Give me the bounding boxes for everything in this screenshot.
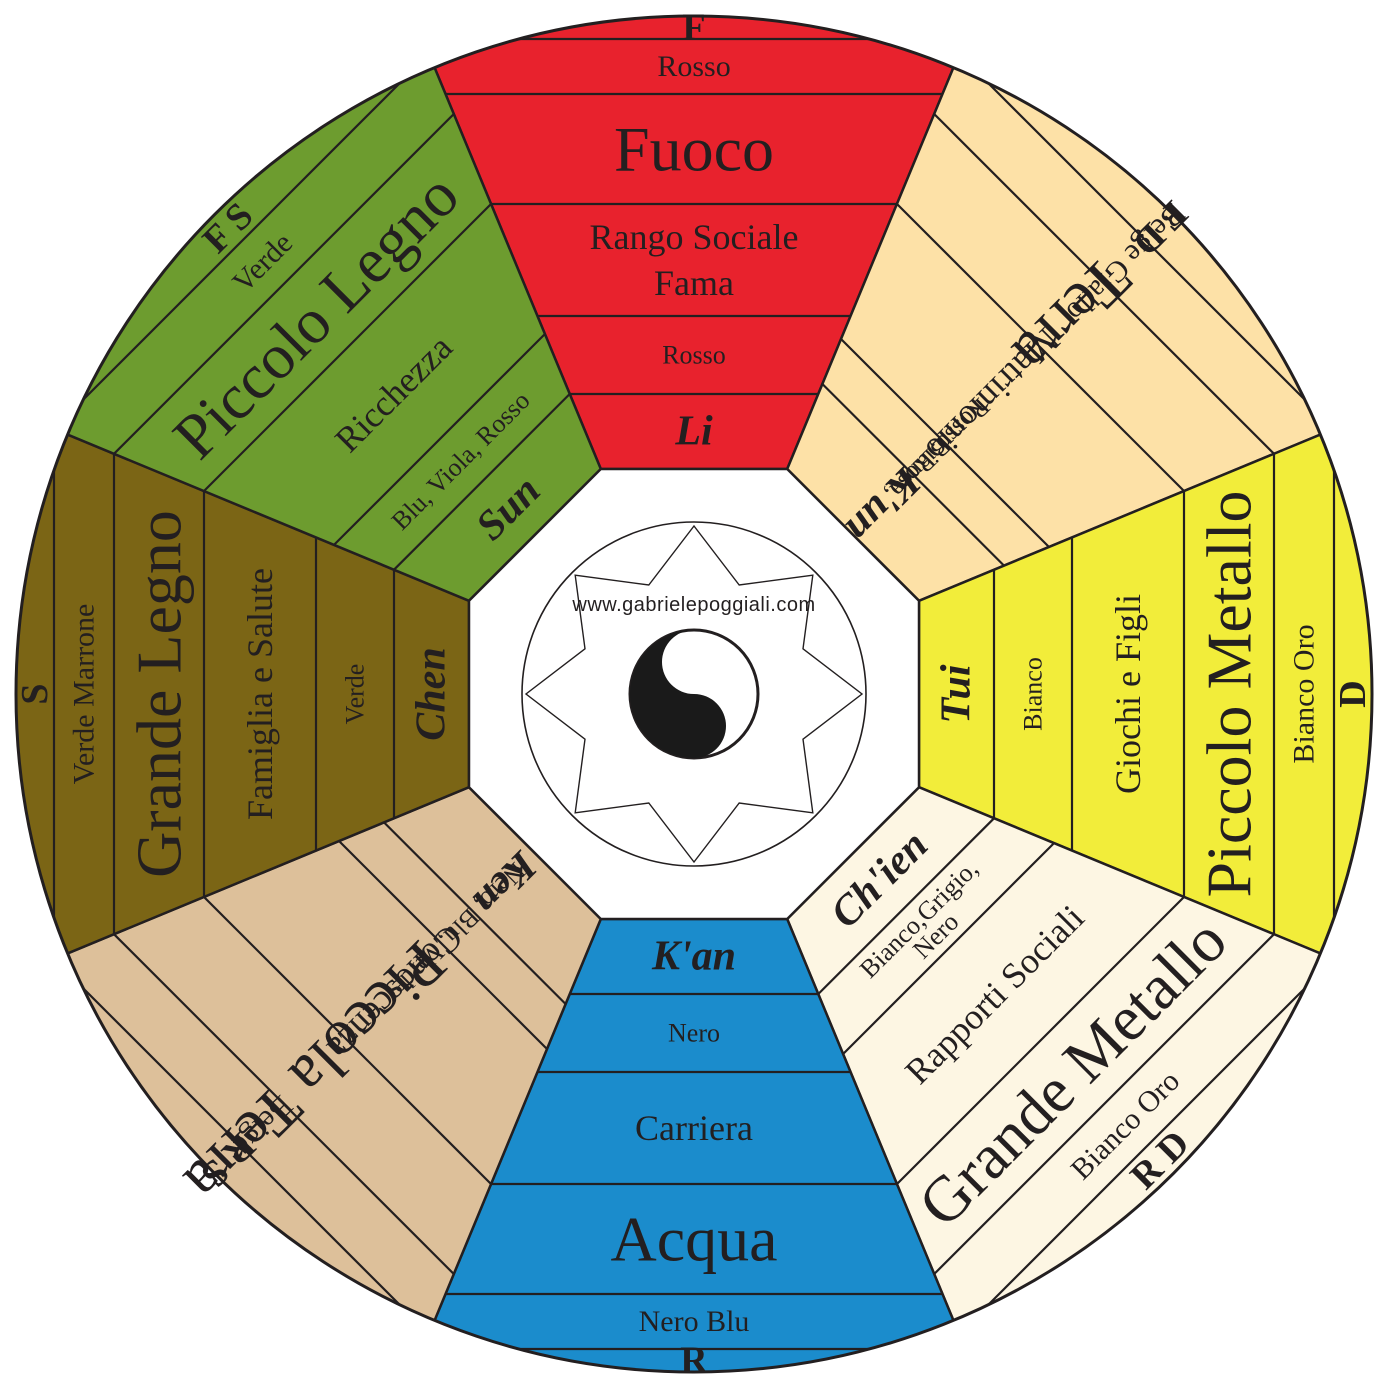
direction-label: S [14, 683, 56, 704]
trigram-label: K'an [651, 934, 736, 980]
colors-outer-label: Nero Blu [639, 1305, 750, 1338]
trigram-label: Chen [409, 647, 455, 740]
direction-label: R [680, 1340, 708, 1382]
sector-southwest-band-line [958, 53, 1335, 430]
sector-southeast-band-line [113, 113, 455, 455]
colors-inner-label: Verde [341, 664, 370, 725]
life-area-label: Giochi e Figli [1108, 594, 1148, 794]
center-area: www.gabrielepoggiali.com [467, 467, 921, 921]
life-area-label: Fama [654, 263, 734, 303]
direction-label: F [682, 7, 705, 49]
colors-inner-label: Bianco [1019, 657, 1048, 731]
sector-northwest-band-line [958, 958, 1335, 1335]
sector-southwest [785, 16, 1372, 603]
outer-circle [14, 14, 1374, 1374]
sector-northeast-band-line [113, 933, 455, 1275]
sector-southwest-band-line [821, 383, 1005, 567]
direction-label: D [1332, 680, 1374, 707]
colors-inner-label: Rosso [662, 341, 726, 370]
colors-outer-label: Rosso [657, 50, 730, 83]
element-label: Grande Legno [124, 510, 195, 878]
sector-northwest-band-line [896, 896, 1185, 1185]
trigram-label: Tui [934, 664, 980, 723]
sector-southeast-band-line [393, 393, 571, 571]
sector-southwest-band-line [896, 203, 1185, 492]
colors-outer-label: Bianco Oro [1288, 624, 1321, 763]
center-star [524, 524, 864, 864]
sector-southeast-band-line [203, 203, 492, 492]
sector-northwest-band-line [817, 817, 995, 995]
yin-yang-icon [628, 628, 760, 760]
life-area-label: Famiglia e Salute [240, 568, 280, 820]
sector-northwest-band-line [842, 842, 1055, 1055]
sector-southeast-band-line [333, 333, 546, 546]
sector-southeast-band-line [53, 53, 430, 430]
sector-southwest-band-line [840, 338, 1050, 548]
life-area-label: Carriera [635, 1108, 753, 1148]
trigram-label: Li [674, 409, 713, 455]
element-label: Piccolo Metallo [1194, 490, 1265, 897]
element-label: Acqua [610, 1204, 777, 1275]
sector-southwest-band-line [933, 113, 1275, 455]
sector-northeast-band-line [338, 840, 548, 1050]
sector-northwest-band-line [933, 933, 1275, 1275]
colors-outer-label: Verde Marrone [68, 604, 101, 785]
center-ring [521, 521, 867, 867]
element-label: Fuoco [614, 114, 774, 185]
sector-northeast-band-line [53, 958, 430, 1335]
life-area-label: Rango Sociale [590, 217, 799, 257]
sector-northeast-band-line [203, 896, 492, 1185]
colors-inner-label: Nero [668, 1019, 720, 1048]
sector-northeast-band-line [383, 821, 567, 1005]
website-text: www.gabrielepoggiali.com [571, 594, 815, 616]
